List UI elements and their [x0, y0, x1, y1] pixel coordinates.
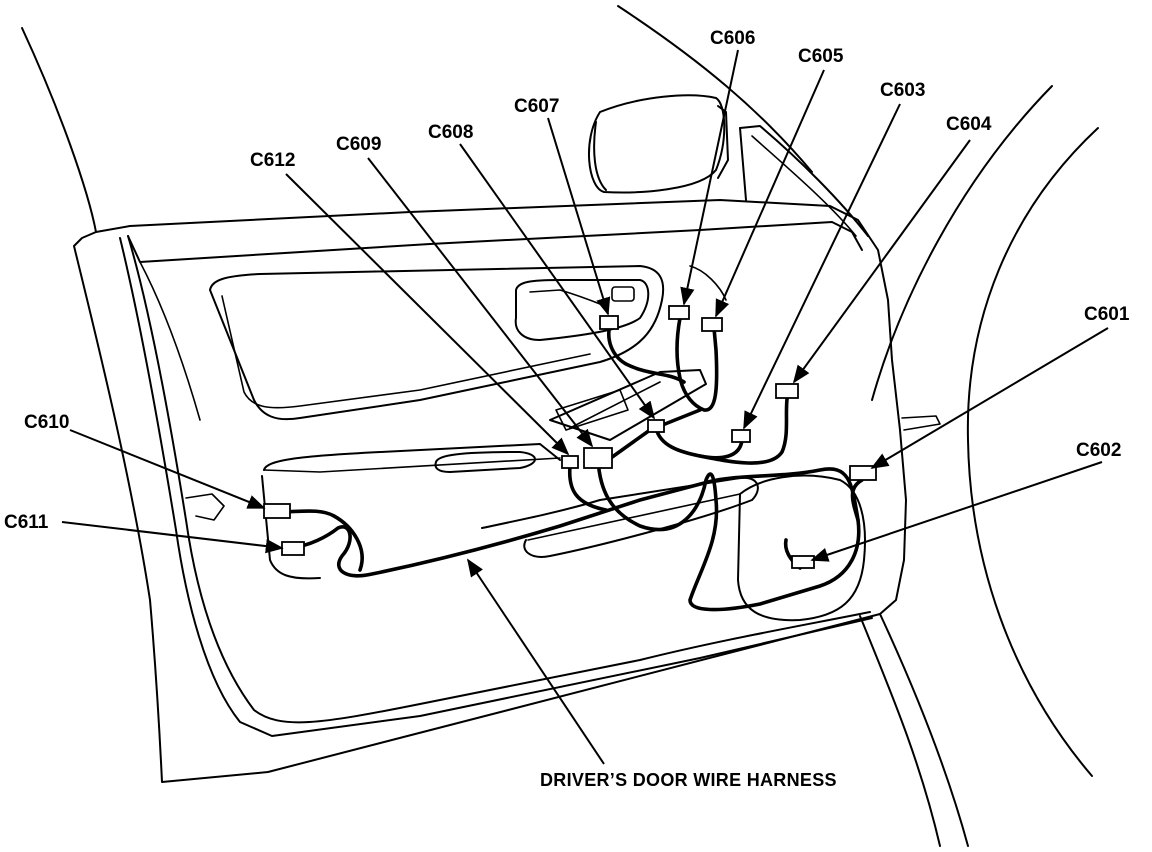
- label-c612: C612: [250, 150, 295, 171]
- connector-c604-block: [775, 383, 799, 399]
- connector-c605-block: [701, 317, 723, 332]
- label-c609: C609: [336, 134, 381, 155]
- connector-c611-block: [281, 541, 305, 556]
- door-outline: [21, 5, 1099, 847]
- label-c610: C610: [24, 412, 69, 433]
- label-c601: C601: [1084, 304, 1130, 325]
- connector-c610-block: [263, 503, 291, 519]
- connector-c602-block: [791, 555, 815, 569]
- connector-c612-block: [561, 455, 579, 469]
- label-c603: C603: [880, 80, 925, 101]
- harness-caption: DRIVER’S DOOR WIRE HARNESS: [540, 770, 837, 790]
- connector-labels: C606 C605 C603 C607 C604 C608 C609 C612 …: [4, 28, 1130, 790]
- connector-c608-block: [647, 419, 665, 433]
- connector-blocks: [263, 305, 877, 569]
- label-c605: C605: [798, 46, 844, 67]
- connector-c603-block: [731, 429, 751, 443]
- wire-harness: [276, 316, 864, 612]
- connector-c601-block: [849, 465, 877, 481]
- leader-lines: [61, 49, 1109, 765]
- connector-c606-block: [668, 305, 690, 320]
- label-c607: C607: [514, 96, 559, 117]
- label-c608: C608: [428, 122, 473, 143]
- label-c602: C602: [1076, 440, 1121, 461]
- connector-c609-block: [583, 447, 613, 469]
- label-c611: C611: [4, 512, 49, 533]
- label-c604: C604: [946, 114, 992, 135]
- connector-c607-block: [599, 315, 619, 330]
- label-c606: C606: [710, 28, 755, 49]
